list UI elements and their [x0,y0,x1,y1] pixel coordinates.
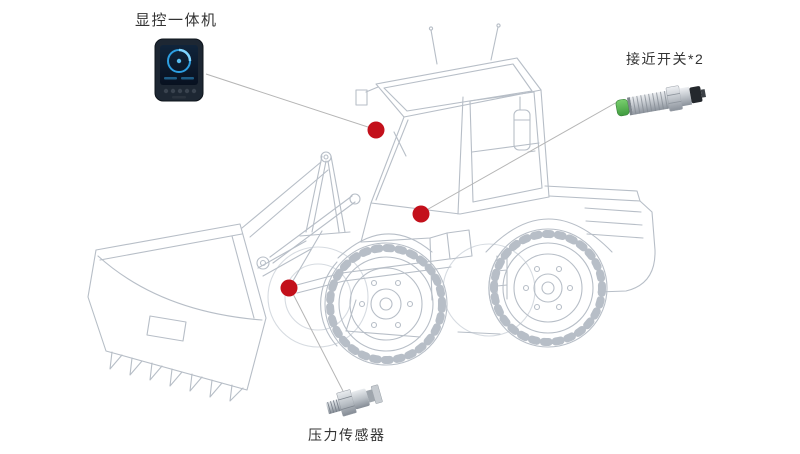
antenna-icons [428,23,501,65]
label-display-unit: 显控一体机 [135,12,218,29]
rear-wheel [488,228,608,348]
marker-pressure-sensor [280,279,298,297]
marker-display-unit [367,121,385,139]
sensor-green-tip [615,99,630,117]
proximity-switch-image [615,85,706,117]
label-pressure-sensor: 压力传感器 [308,427,386,443]
callout-line-display-unit [205,73,375,130]
callout-line-pressure-sensor [290,289,344,392]
label-proximity-switch: 接近开关*2 [626,51,705,67]
marker-proximity-switch [412,205,430,223]
callout-line-proximity-switch [422,100,620,213]
pressure-sensor-image [325,384,383,417]
front-wheel [320,242,448,366]
display-unit-image [154,38,204,102]
loader-outline [87,23,656,402]
